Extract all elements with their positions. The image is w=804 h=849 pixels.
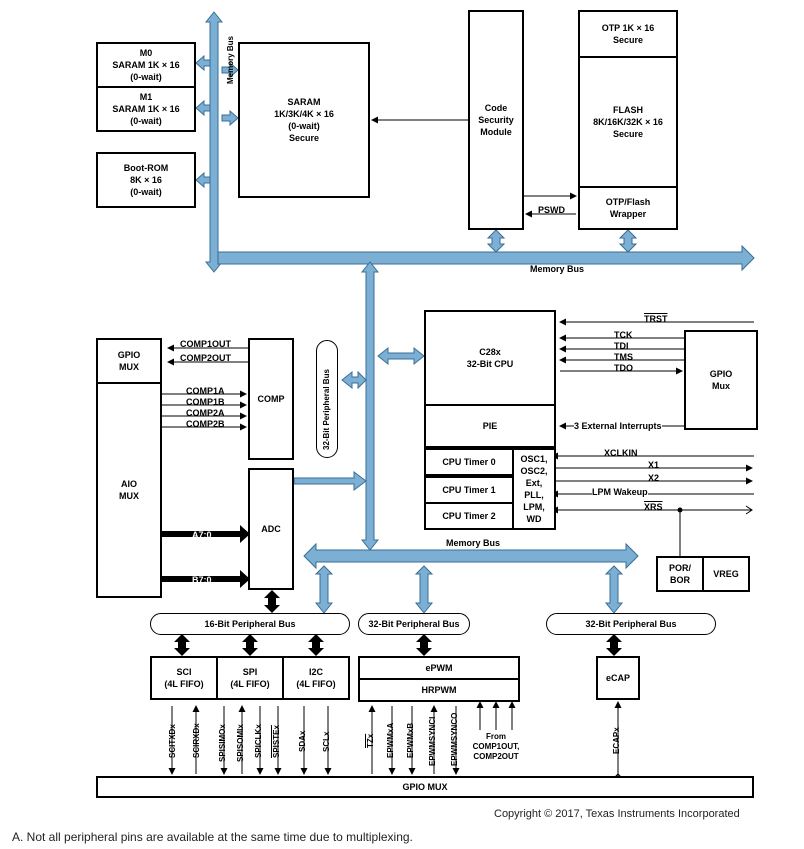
spi-block: SPI (4L FIFO) <box>216 656 284 700</box>
memory-bus-top-label: Memory Bus <box>530 264 585 274</box>
from-comp-label: From COMP1OUT, COMP2OUT <box>472 732 520 761</box>
sda-label: SDAx <box>298 730 307 752</box>
x2-label: X2 <box>648 473 660 483</box>
memory-bus-middle <box>303 542 639 570</box>
ecapx-label: ECAPx <box>612 727 621 754</box>
saram-secure-block: SARAM 1K/3K/4K × 16 (0-wait) Secure <box>238 42 370 198</box>
footnote-text: A. Not all peripheral pins are available… <box>12 830 413 844</box>
aio-mux-block: AIO MUX <box>96 382 162 598</box>
i2c-block: I2C (4L FIFO) <box>282 656 350 700</box>
b70-label: B7:0 <box>192 575 212 585</box>
memory-bus-vertical-label: Memory Bus <box>226 35 235 84</box>
gpio-mux-left-block: GPIO MUX <box>96 338 162 384</box>
otp-block: OTP 1K × 16 Secure <box>578 10 678 58</box>
xrs-junction-dot <box>677 507 683 513</box>
periph-bus-32bit-pwm: 32-Bit Peripheral Bus <box>358 613 470 635</box>
periph-bus-16bit: 16-Bit Peripheral Bus <box>150 613 350 635</box>
cpu-block: C28x 32-Bit CPU <box>424 310 556 406</box>
memory-bus-middle-label: Memory Bus <box>446 538 501 548</box>
tck-label: TCK <box>614 330 633 340</box>
epwmsynci-label: EPWMSYNCI <box>428 716 437 766</box>
memory-bus-top <box>217 244 755 272</box>
scirxd-label: SCIRXDx <box>192 723 201 758</box>
m1-saram-block: M1 SARAM 1K × 16 (0-wait) <box>96 86 196 132</box>
spisimo-label: SPISIMOx <box>218 724 227 762</box>
memory-bus-vertical <box>204 11 224 273</box>
pie-block: PIE <box>424 404 556 448</box>
comp1b-label: COMP1B <box>186 397 225 407</box>
tdo-label: TDO <box>614 363 633 373</box>
epwmb-label: EPWMxB <box>406 722 415 758</box>
gpio-mux-bottom-block: GPIO MUX <box>96 776 754 798</box>
scl-label: SCLx <box>322 731 331 752</box>
periph-bus-32bit-ecap: 32-Bit Peripheral Bus <box>546 613 716 635</box>
signal-lines <box>162 116 754 781</box>
spiste-label: SPISTEx <box>272 725 281 758</box>
spiclk-label: SPICLKx <box>254 724 263 758</box>
epwma-label: EPWMxA <box>386 722 395 758</box>
copyright-text: Copyright © 2017, Texas Instruments Inco… <box>494 808 740 820</box>
adc-block: ADC <box>248 468 294 590</box>
pswd-label: PSWD <box>538 205 565 215</box>
comp2out-label: COMP2OUT <box>180 353 232 363</box>
osc-pll-block: OSC1, OSC2, Ext, PLL, LPM, WD <box>512 448 556 530</box>
boot-rom-block: Boot-ROM 8K × 16 (0-wait) <box>96 152 196 208</box>
epwmsynco-label: EPWMSYNCO <box>450 712 459 766</box>
memory-bus-riser <box>360 261 380 551</box>
cpu-timer1-block: CPU Timer 1 <box>424 476 514 504</box>
cpu-timer0-block: CPU Timer 0 <box>424 448 514 476</box>
tms-label: TMS <box>614 352 633 362</box>
xrs-label: XRS <box>644 502 663 512</box>
m0-saram-block: M0 SARAM 1K × 16 (0-wait) <box>96 42 196 88</box>
ecap-block: eCAP <box>596 656 640 700</box>
periph-bus-32bit-vertical <box>316 340 338 458</box>
comp1out-label: COMP1OUT <box>180 339 232 349</box>
periph-bus-32bit-vertical-label: 32-Bit Peripheral Bus <box>322 369 331 450</box>
cpu-timer2-block: CPU Timer 2 <box>424 502 514 530</box>
comp-block: COMP <box>248 338 294 460</box>
bus-shapes <box>195 11 755 614</box>
por-bor-block: POR/ BOR <box>656 556 704 592</box>
sci-block: SCI (4L FIFO) <box>150 656 218 700</box>
tdi-label: TDI <box>614 341 629 351</box>
comp2a-label: COMP2A <box>186 408 225 418</box>
gpio-mux-right-block: GPIO Mux <box>684 330 758 430</box>
external-interrupts-label: 3 External Interrupts <box>574 421 662 431</box>
flash-block: FLASH 8K/16K/32K × 16 Secure <box>578 56 678 188</box>
scitxd-label: SCITXDx <box>168 724 177 758</box>
epwm-block: ePWM <box>358 656 520 680</box>
comp1a-label: COMP1A <box>186 386 225 396</box>
hrpwm-block: HRPWM <box>358 678 520 702</box>
trst-label: TRST <box>644 314 668 324</box>
spisomi-label: SPISOMIx <box>236 724 245 762</box>
vreg-block: VREG <box>702 556 750 592</box>
otp-flash-wrapper-block: OTP/Flash Wrapper <box>578 186 678 230</box>
a70-label: A7:0 <box>192 530 212 540</box>
tz-label: TZx <box>366 733 375 748</box>
x1-label: X1 <box>648 460 660 470</box>
lpm-wakeup-label: LPM Wakeup <box>592 487 648 497</box>
code-security-module-block: Code Security Module <box>468 10 524 230</box>
xclkin-label: XCLKIN <box>604 448 638 458</box>
comp2b-label: COMP2B <box>186 419 225 429</box>
